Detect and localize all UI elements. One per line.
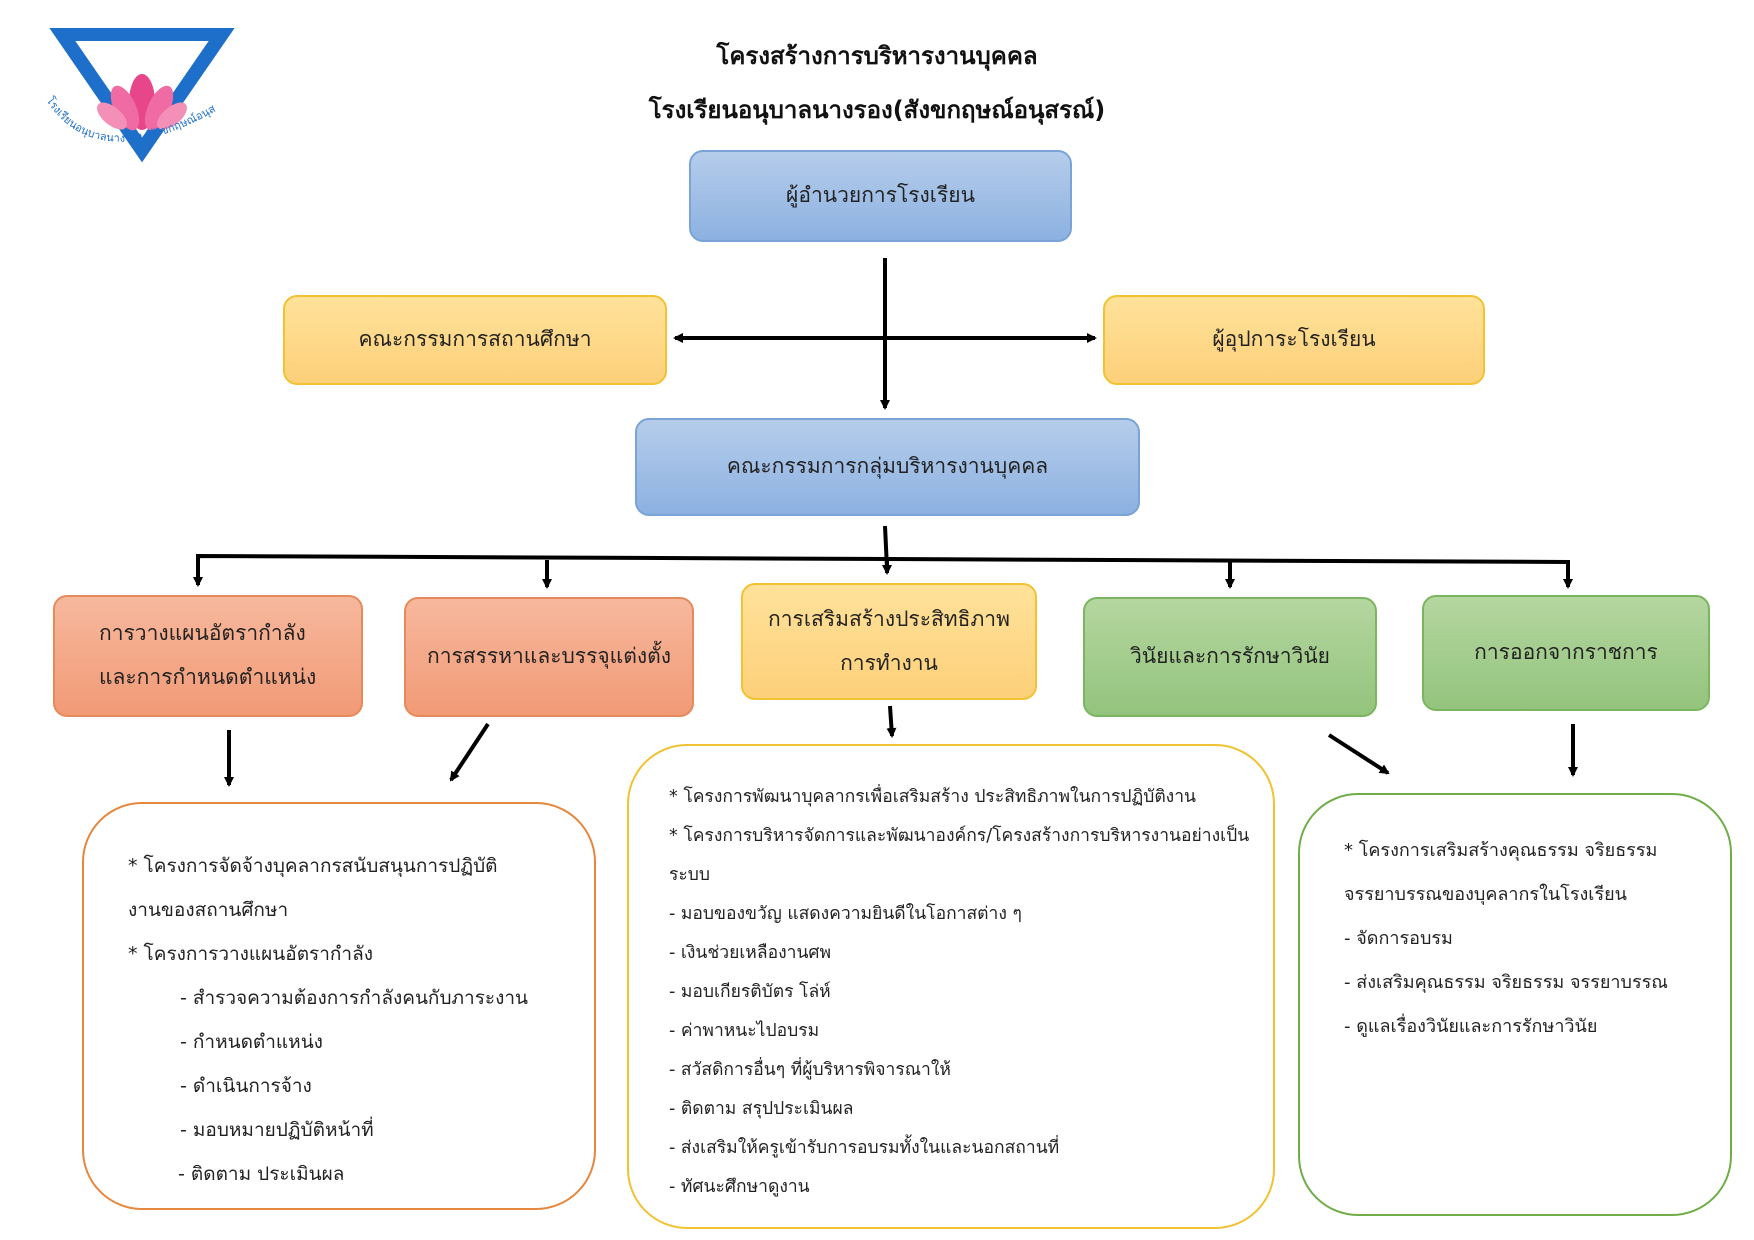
detail-middle-line: - เงินช่วยเหลืองานศพ bbox=[669, 943, 832, 963]
detail-left-line: งานของสถานศึกษา bbox=[128, 899, 289, 921]
recruitment-label: การสรรหาและบรรจุแต่งตั้ง bbox=[427, 644, 671, 669]
detail-box-right: * โครงการเสริมสร้างคุณธรรม จริยธรรม จรรย… bbox=[1298, 793, 1732, 1216]
detail-middle-line: - มอบเกียรติบัตร โล่ห์ bbox=[669, 982, 831, 1002]
recruitment-box: การสรรหาและบรรจุแต่งตั้ง bbox=[404, 597, 694, 717]
personnel-committee-label: คณะกรรมการกลุ่มบริหารงานบุคคล bbox=[726, 454, 1049, 479]
efficiency-box: การเสริมสร้างประสิทธิภาพ การทำงาน bbox=[741, 583, 1037, 700]
education-board-label: คณะกรรมการสถานศึกษา bbox=[358, 327, 592, 352]
detail-right-line: - จัดการอบรม bbox=[1344, 928, 1453, 949]
detail-box-middle: * โครงการพัฒนาบุคลากรเพื่อเสริมสร้าง ประ… bbox=[627, 744, 1275, 1229]
planning-box: การวางแผนอัตรากำลัง และการกำหนดตำแหน่ง bbox=[53, 595, 363, 717]
arrow-discipline-detail bbox=[1327, 733, 1390, 775]
detail-left-line: - กำหนดตำแหน่ง bbox=[180, 1031, 323, 1053]
detail-right-line: จรรยาบรรณของบุคลากรในโรงเรียน bbox=[1344, 884, 1627, 905]
detail-middle-line: - ค่าพาหนะไปอบรม bbox=[669, 1021, 820, 1041]
school-logo: โรงเรียนอนุบาลนางรอง (สังขกฤษณ์อนุสรณ์) bbox=[31, 18, 236, 178]
school-patrons-box: ผู้อุปการะโรงเรียน bbox=[1103, 295, 1485, 385]
detail-right-line: - ดูแลเรื่องวินัยและการรักษาวินัย bbox=[1344, 1016, 1598, 1037]
detail-right-line: * โครงการเสริมสร้างคุณธรรม จริยธรรม bbox=[1344, 840, 1658, 861]
efficiency-label-line1: การเสริมสร้างประสิทธิภาพ bbox=[768, 606, 1010, 631]
detail-middle-line: - มอบของขวัญ แสดงความยินดีในโอกาสต่าง ๆ bbox=[669, 904, 1022, 924]
detail-left-line: * โครงการวางแผนอัตรากำลัง bbox=[128, 943, 374, 965]
detail-left-line: - มอบหมายปฏิบัติหน้าที่ bbox=[180, 1119, 374, 1141]
branch-bar bbox=[196, 553, 1570, 582]
personnel-committee-box: คณะกรรมการกลุ่มบริหารงานบุคคล bbox=[635, 418, 1140, 516]
detail-left-line: - สำรวจความต้องการกำลังคนกับภาระงาน bbox=[180, 987, 529, 1009]
retirement-label: การออกจากราชการ bbox=[1474, 640, 1658, 665]
arrow-efficiency-detail bbox=[886, 705, 897, 738]
director-label: ผู้อำนวยการโรงเรียน bbox=[786, 183, 975, 208]
page-title: โครงสร้างการบริหารงานบุคคล bbox=[716, 42, 1038, 70]
detail-middle-line: * โครงการพัฒนาบุคลากรเพื่อเสริมสร้าง ประ… bbox=[669, 787, 1197, 807]
education-board-box: คณะกรรมการสถานศึกษา bbox=[283, 295, 667, 385]
efficiency-label-line2: การทำงาน bbox=[840, 650, 938, 675]
planning-label-line2: และการกำหนดตำแหน่ง bbox=[99, 665, 317, 689]
planning-label-line1: การวางแผนอัตรากำลัง bbox=[99, 621, 306, 646]
detail-left-line: - ติดตาม ประเมินผล bbox=[178, 1163, 345, 1185]
detail-middle-line: - สวัสดิการอื่นๆ ที่ผู้บริหารพิจารณาให้ bbox=[669, 1060, 951, 1080]
detail-box-left: * โครงการจัดจ้างบุคลากรสนับสนุนการปฏิบัต… bbox=[82, 802, 596, 1210]
retirement-box: การออกจากราชการ bbox=[1422, 595, 1710, 711]
director-box: ผู้อำนวยการโรงเรียน bbox=[689, 150, 1072, 242]
discipline-label: วินัยและการรักษาวินัย bbox=[1129, 644, 1330, 669]
school-patrons-label: ผู้อุปการะโรงเรียน bbox=[1212, 327, 1376, 352]
arrow-recruitment-detail bbox=[449, 722, 490, 782]
detail-middle-line: - ทัศนะศึกษาดูงาน bbox=[669, 1177, 810, 1197]
detail-middle-line: * โครงการบริหารจัดการและพัฒนาองค์กร/โครง… bbox=[669, 826, 1250, 846]
page-subtitle: โรงเรียนอนุบาลนางรอง(สังขกฤษณ์อนุสรณ์) bbox=[648, 96, 1106, 124]
detail-left-line: - ดำเนินการจ้าง bbox=[180, 1075, 312, 1097]
detail-middle-line: - ส่งเสริมให้ครูเข้ารับการอบรมทั้งในและน… bbox=[669, 1138, 1060, 1158]
detail-middle-line: - ติดตาม สรุปประเมินผล bbox=[669, 1099, 854, 1119]
detail-middle-line: ระบบ bbox=[669, 865, 711, 885]
discipline-box: วินัยและการรักษาวินัย bbox=[1083, 597, 1377, 717]
detail-left-line: * โครงการจัดจ้างบุคลากรสนับสนุนการปฏิบัต… bbox=[128, 855, 498, 877]
detail-right-line: - ส่งเสริมคุณธรรม จริยธรรม จรรยาบรรณ bbox=[1344, 972, 1668, 993]
